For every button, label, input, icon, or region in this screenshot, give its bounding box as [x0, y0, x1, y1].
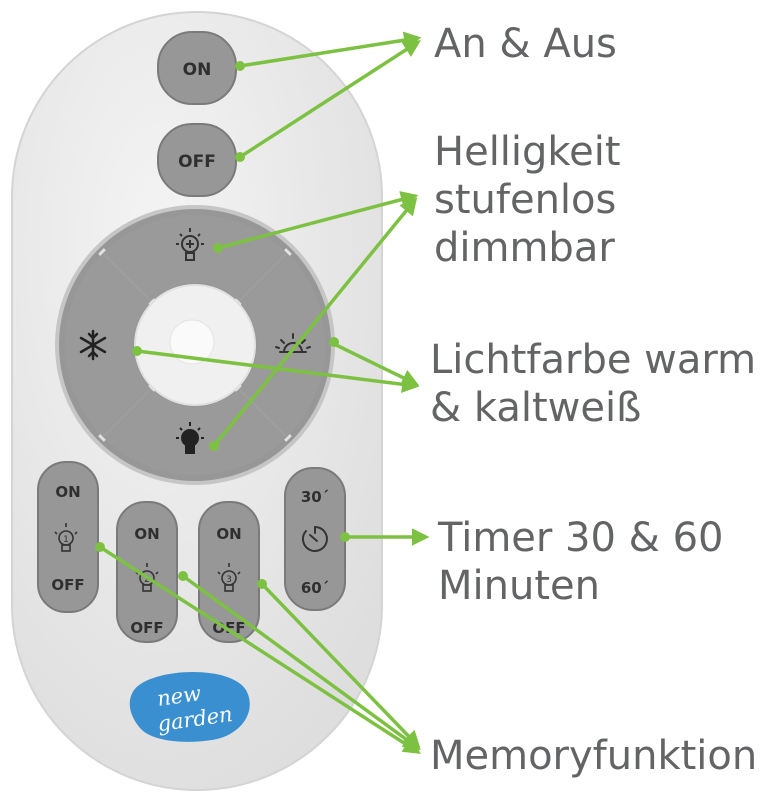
callout-on-off: An & Aus [434, 20, 617, 68]
callout-memory-line: Memoryfunktion [430, 733, 758, 779]
callout-brightness-line-3: dimmbar [434, 225, 615, 271]
arrow-warm [329, 340, 420, 386]
memory-2-number: 2 [144, 575, 150, 585]
arrow-memory-1 [99, 545, 421, 754]
memory-button-3[interactable]: ON 3 OFF [198, 501, 260, 643]
callout-brightness-line-2: stufenlos [434, 177, 617, 223]
bulb-2-icon [135, 563, 159, 592]
callout-brightness-line-1: Helligkeit [434, 129, 621, 175]
callout-timer-line-1: Timer 30 & 60 [438, 515, 724, 561]
timer-60-label: 60´ [301, 579, 329, 597]
snowflake-icon [79, 329, 107, 361]
callout-color-temp-line-1: Lichtfarbe warm [430, 337, 757, 383]
timer-30-label: 30´ [301, 488, 329, 506]
callout-brightness: Helligkeit stufenlos dimmbar [434, 128, 621, 272]
memory-3-number: 3 [226, 575, 232, 585]
bulb-1-icon [54, 523, 78, 552]
callout-memory: Memoryfunktion [430, 732, 757, 780]
power-on-label: ON [183, 60, 212, 80]
callout-timer: Timer 30 & 60 Minuten [438, 514, 723, 610]
memory-2-off-label: OFF [130, 619, 163, 637]
power-on-button[interactable]: ON [157, 31, 237, 105]
callout-color-temp: Lichtfarbe warm & kaltweiß [430, 336, 756, 432]
memory-1-on-label: ON [55, 483, 80, 501]
bulb-3-icon [217, 563, 241, 592]
arrow-memory-3 [260, 582, 421, 749]
arrow-off [239, 40, 421, 159]
callout-color-temp-line-2: & kaltweiß [430, 385, 642, 431]
callout-timer-line-2: Minuten [438, 563, 600, 609]
memory-2-on-label: ON [134, 525, 159, 543]
arrow-cold [136, 349, 420, 393]
arrow-brightness-up [217, 191, 419, 250]
arrow-brightness-down [212, 197, 418, 448]
power-off-label: OFF [178, 152, 216, 172]
timer-icon [301, 526, 328, 552]
arrow-on [239, 31, 422, 68]
memory-button-1[interactable]: ON 1 OFF [37, 461, 99, 613]
brand-logo: new garden [129, 671, 250, 742]
timer-button[interactable]: 30´ 60´ [284, 467, 346, 611]
callout-arrows [99, 31, 430, 754]
memory-1-number: 1 [63, 535, 69, 545]
callout-on-off-line: An & Aus [434, 21, 617, 67]
cold-white-button[interactable] [64, 253, 151, 437]
arrow-dots [95, 61, 350, 589]
memory-button-2[interactable]: ON 2 OFF [116, 501, 178, 643]
power-off-button[interactable]: OFF [157, 123, 237, 197]
memory-3-on-label: ON [216, 525, 241, 543]
control-pad [55, 205, 335, 485]
bulb-plus-icon [176, 228, 204, 261]
bulb-filled-icon [176, 422, 204, 454]
arrow-memory-2 [181, 574, 421, 751]
memory-1-off-label: OFF [51, 576, 84, 594]
